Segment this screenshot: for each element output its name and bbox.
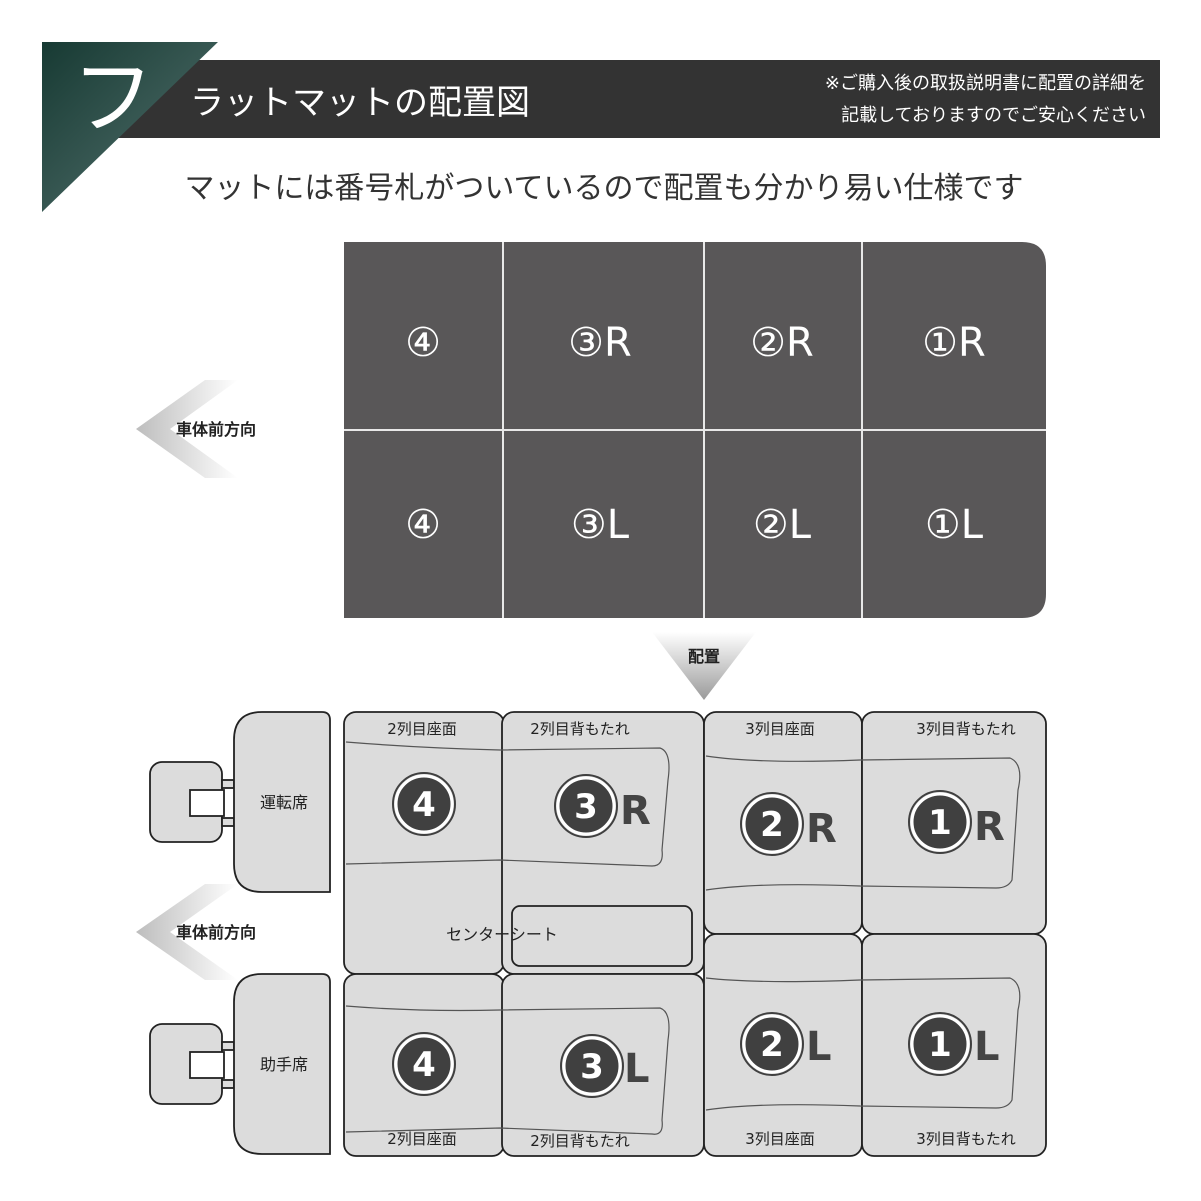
headrest-slot [189,789,225,817]
down-arrow-icon [652,632,756,700]
header-title: ラットマットの配置図 [190,83,530,123]
mat-label: ④ [405,502,441,548]
mat-label: ①R [922,320,986,366]
placement-arrow: 配置 [652,632,756,700]
marker-number: 3 [574,787,598,827]
headrest-post [221,1041,235,1051]
mat-grid: ④ ③R ②R ①R ④ ③L ②L ①L [344,242,1046,618]
marker: 4 [392,772,456,836]
mat-label: ③R [568,320,632,366]
marker-side: L [974,1024,1000,1070]
passenger-seat [233,973,331,1155]
markers: 4 3 R 2 R 1 R 4 3 L [392,772,1005,1098]
position-label: 3列目座面 [745,1130,815,1148]
position-label: 2列目背もたれ [530,720,630,738]
mat-label: ②R [750,320,814,366]
position-label: 3列目背もたれ [916,1130,1016,1148]
position-label: 2列目座面 [387,1130,457,1148]
marker: 2 L [740,1012,832,1076]
marker-side: L [624,1046,650,1092]
position-label: 3列目背もたれ [916,720,1016,738]
headrest-post [221,779,235,789]
marker-number: 4 [412,785,436,825]
seat-contours [345,741,1021,1135]
center-seat-label: センターシート [446,925,558,944]
marker-number: 2 [760,1025,784,1065]
marker-number: 3 [580,1047,604,1087]
direction-label: 車体前方向 [176,923,256,942]
header-note-line1: ※ご購入後の取扱説明書に配置の詳細を [825,73,1146,94]
marker: 3 L [560,1034,650,1098]
marker-side: L [806,1024,832,1070]
center-seat-box [511,905,693,967]
marker-side: R [974,804,1005,850]
marker: 1 L [908,1012,1000,1076]
front-direction-indicator: 車体前方向 [136,380,256,478]
driver-seat [233,711,331,893]
header-accent-triangle [42,42,218,212]
left-arrow-icon [136,884,238,980]
marker-side: R [806,806,837,852]
headrest-post [221,817,235,827]
headrest-slot [189,1051,225,1079]
marker: 3 R [554,774,651,838]
mat-label: ②L [753,502,812,548]
subtitle: マットには番号札がついているので配置も分かり易い仕様です [184,171,1023,206]
header-note-line2: 記載しておりますのでご安心ください [841,105,1146,126]
passenger-seat-label: 助手席 [260,1055,308,1074]
left-arrow-icon [136,380,238,478]
position-label: 3列目座面 [745,720,815,738]
marker: 1 R [908,790,1005,854]
driver-seat-label: 運転席 [260,793,308,812]
marker: 4 [392,1032,456,1096]
marker-side: R [620,788,651,834]
section-letter: フ [72,51,154,146]
marker-number: 1 [928,803,952,843]
marker-number: 2 [760,805,784,845]
mat-label: ③L [571,502,630,548]
mat-label: ④ [405,320,441,366]
marker-number: 1 [928,1025,952,1065]
direction-label: 車体前方向 [176,420,256,439]
mat-label: ①L [925,502,984,548]
headrest-post [221,1079,235,1089]
marker: 2 R [740,792,837,856]
position-label: 2列目背もたれ [530,1132,630,1150]
header-bar [42,60,1160,138]
position-label: 2列目座面 [387,720,457,738]
marker-number: 4 [412,1045,436,1085]
front-direction-indicator-bottom: 車体前方向 [136,884,256,980]
placement-label: 配置 [688,647,720,666]
